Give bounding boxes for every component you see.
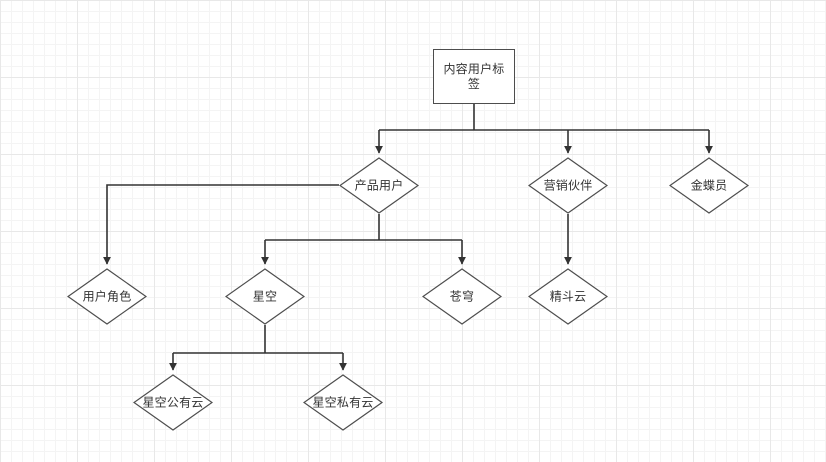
diamond-shape bbox=[528, 157, 608, 214]
diamond-shape bbox=[67, 268, 147, 325]
node-xingkong-public-cloud[interactable]: 星空公有云 bbox=[133, 374, 213, 431]
node-cangqiong[interactable]: 苍穹 bbox=[422, 268, 502, 325]
diamond-shape bbox=[422, 268, 502, 325]
node-jingdouyun[interactable]: 精斗云 bbox=[528, 268, 608, 325]
node-kingdee-staff[interactable]: 金蝶员 bbox=[669, 157, 749, 214]
node-product-user[interactable]: 产品用户 bbox=[339, 157, 419, 214]
diamond-shape bbox=[133, 374, 213, 431]
node-marketing-partner[interactable]: 营销伙伴 bbox=[528, 157, 608, 214]
node-xingkong-private-cloud[interactable]: 星空私有云 bbox=[303, 374, 383, 431]
diamond-shape bbox=[339, 157, 419, 214]
node-user-role[interactable]: 用户角色 bbox=[67, 268, 147, 325]
diamond-shape bbox=[528, 268, 608, 325]
diamond-shape bbox=[225, 268, 305, 325]
node-root-label: 内容用户标签 bbox=[443, 61, 505, 91]
node-root[interactable]: 内容用户标签 bbox=[433, 49, 515, 104]
diamond-shape bbox=[669, 157, 749, 214]
edge-product-to-role bbox=[103, 184, 339, 265]
diamond-shape bbox=[303, 374, 383, 431]
node-xingkong[interactable]: 星空 bbox=[225, 268, 305, 325]
